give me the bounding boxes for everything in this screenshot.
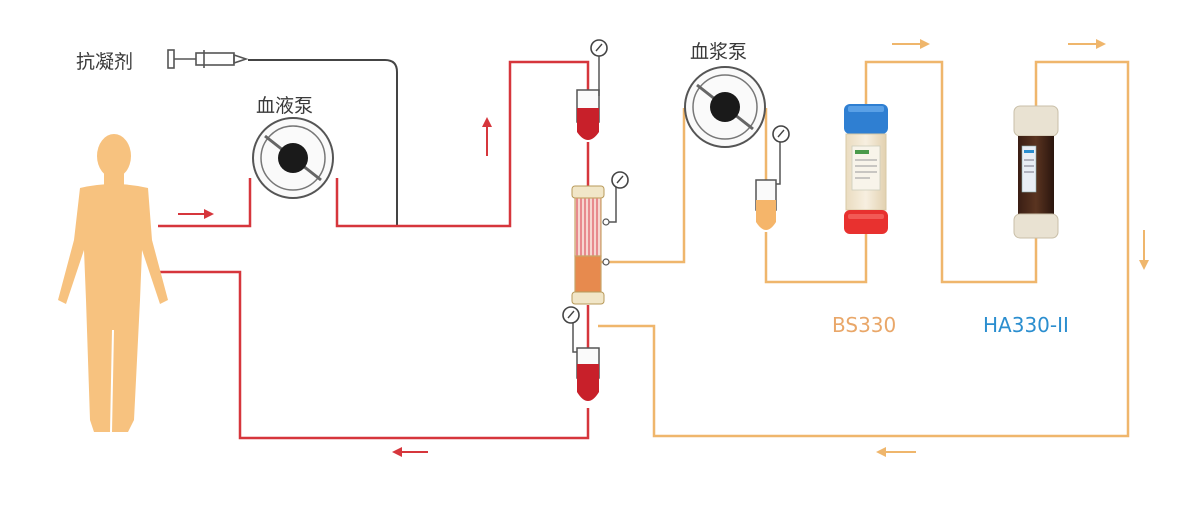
bs330-column-icon — [844, 104, 888, 234]
plasma-pump-label: 血浆泵 — [690, 41, 748, 63]
pressure-gauge-icon — [772, 125, 790, 143]
anticoagulant-line — [248, 59, 398, 225]
drip-chamber-arterial — [576, 56, 600, 140]
blood-line-return — [158, 270, 590, 440]
blood-line-out — [158, 178, 252, 228]
ha330-column-icon — [1013, 105, 1059, 239]
plasma-arrow-right-icon — [1068, 39, 1106, 49]
plasma-line-to-pump — [600, 108, 686, 264]
bs330-label: BS330 — [832, 313, 897, 337]
pressure-gauge-icon — [562, 306, 580, 324]
blood-pump-icon — [252, 117, 334, 199]
plasma-arrow-right-icon — [892, 39, 930, 49]
plasma-arrow-down-icon — [1139, 230, 1149, 270]
pressure-gauge-icon — [590, 39, 608, 57]
blood-line-pump-out — [335, 60, 590, 228]
anticoagulant-label: 抗凝剂 — [76, 51, 134, 73]
ha330-label: HA330-II — [983, 313, 1069, 337]
plasma-arrow-left-icon — [876, 447, 916, 457]
plasma-line-bs330-loop — [598, 60, 1130, 438]
patient-figure-icon — [58, 134, 168, 432]
drip-chamber-venous — [572, 322, 600, 401]
syringe-icon — [167, 49, 249, 69]
pressure-gauge-icon — [611, 171, 629, 189]
plasma-separator-icon — [571, 185, 617, 305]
arrow-up-icon — [482, 117, 492, 156]
drip-chamber-plasma — [755, 142, 781, 230]
arrow-right-icon — [178, 209, 214, 219]
blood-pump-label: 血液泵 — [256, 95, 314, 117]
arrow-left-icon — [392, 447, 428, 457]
plasma-pump-icon — [684, 66, 766, 148]
